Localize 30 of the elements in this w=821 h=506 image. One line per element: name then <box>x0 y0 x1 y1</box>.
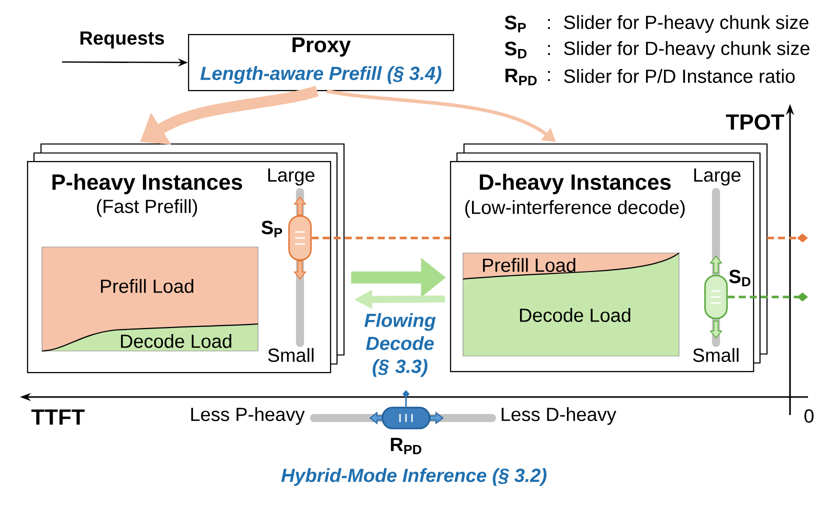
colon: : <box>548 70 550 82</box>
axis-label: TPOT <box>726 114 784 130</box>
section-note: Hybrid-Mode Inference (§ 3.2) <box>281 468 546 486</box>
legend-symbol: R$_{PD}$ <box>506 68 537 86</box>
decode-load-area: Decode Load <box>42 323 258 352</box>
tick-label: 0 <box>804 409 814 423</box>
legend-symbol: S$_{P}$ <box>504 16 526 32</box>
scale-label: Less P-heavy <box>191 407 305 425</box>
scale-label: Small <box>693 348 738 362</box>
colon: : <box>548 18 550 30</box>
scale-label: Large <box>268 168 314 186</box>
slider-handle <box>369 406 444 430</box>
section-note: Flowing Decode (§ 3.3) <box>364 313 436 377</box>
marker-line <box>402 390 410 407</box>
legend-text: Slider for P/D Instance ratio <box>564 69 795 83</box>
legend-symbol: S$_{D}$ <box>504 42 526 58</box>
scale-label: Less D-heavy <box>502 407 616 425</box>
slider-label: R$_{PD}$ <box>390 438 422 454</box>
legend-text: Slider for P-heavy chunk size <box>564 15 808 33</box>
legend-text: Slider for D-heavy chunk size <box>564 41 810 59</box>
edge-label: Requests <box>78 30 166 50</box>
scale-label: Small <box>268 348 314 362</box>
slider-handle <box>704 255 728 339</box>
axis-label: TTFT <box>31 409 85 425</box>
proxy-box: Proxy Length-aware Prefill (§ 3.4) <box>188 34 454 92</box>
slider-label: S$_{D}$ <box>729 270 750 286</box>
scale-label: Large <box>694 168 740 186</box>
colon: : <box>548 44 550 56</box>
slider-handle <box>288 196 312 280</box>
slider-label: S$_{P}$ <box>262 220 282 238</box>
